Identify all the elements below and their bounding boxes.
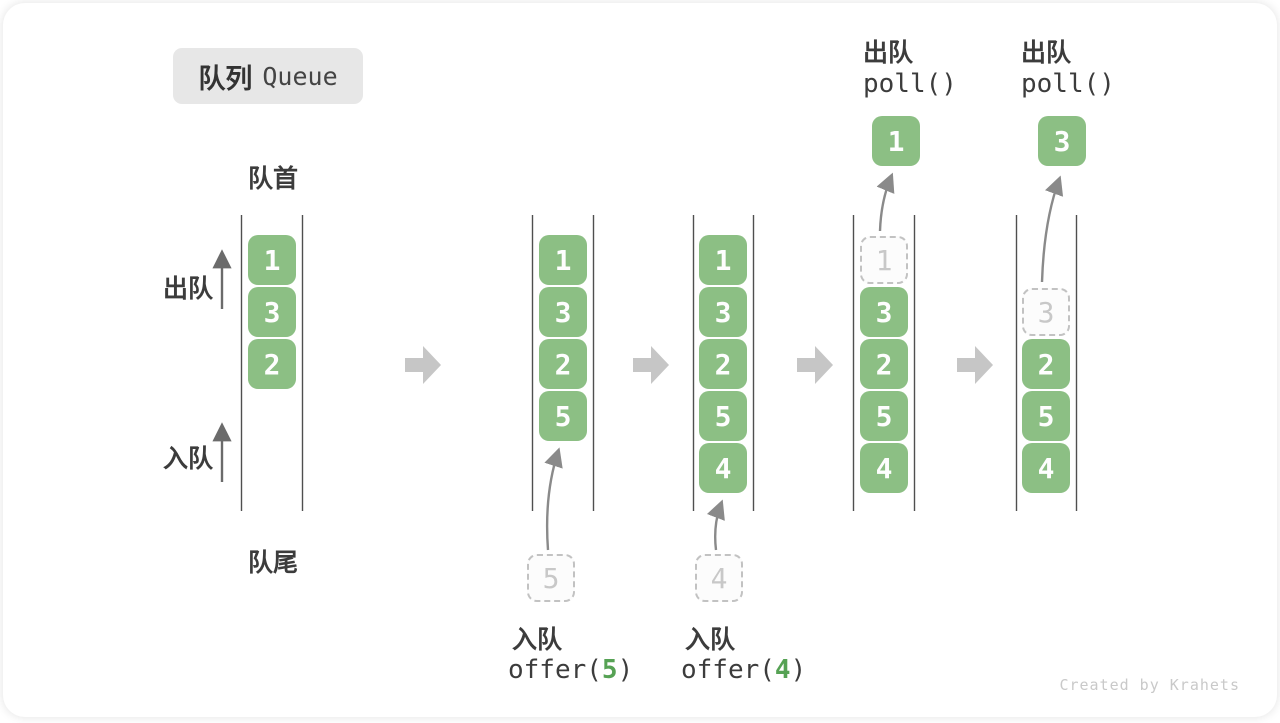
queue2-incoming-ghost-cell: 5 — [527, 554, 575, 602]
diagram-card: 队列 Queue 队首 队尾 出队 入队 1 3 2 1 3 2 5 5 1 3… — [3, 3, 1277, 717]
dequeue2-code: poll() — [1021, 69, 1115, 99]
queue4-polled-cell: 1 — [872, 116, 920, 166]
queue1-cell: 2 — [248, 339, 296, 389]
enqueue5-fn: offer( — [508, 655, 602, 685]
queue5-polled-ghost-cell: 3 — [1022, 288, 1070, 336]
transition-arrow-3-icon — [797, 346, 833, 384]
queue-walls — [242, 215, 1077, 511]
dequeue1-arrow-icon — [880, 177, 891, 231]
arrows-overlay — [3, 3, 1280, 723]
queue3-cell: 5 — [699, 391, 747, 441]
title-en: Queue — [262, 62, 337, 91]
queue3-cell: 2 — [699, 339, 747, 389]
queue4-cell: 2 — [860, 339, 908, 389]
enqueue4-arrow-icon — [715, 504, 721, 550]
enqueue5-code: offer(5) — [508, 655, 633, 685]
queue4-cell: 5 — [860, 391, 908, 441]
queue5-cell: 4 — [1022, 443, 1070, 493]
title-zh: 队列 — [198, 57, 252, 96]
transition-arrow-4-icon — [957, 346, 993, 384]
enqueue4-arg: 4 — [775, 655, 791, 685]
queue5-polled-cell: 3 — [1038, 116, 1086, 166]
label-enqueue-side: 入队 — [163, 439, 213, 475]
enqueue5-close: ) — [618, 655, 634, 685]
dequeue1-code: poll() — [863, 69, 957, 99]
queue5-cell: 2 — [1022, 339, 1070, 389]
dequeue1-label: 出队 — [863, 33, 913, 69]
dequeue2-arrow-icon — [1042, 180, 1059, 282]
enqueue4-fn: offer( — [681, 655, 775, 685]
transition-arrow-1-icon — [405, 346, 441, 384]
label-dequeue-side: 出队 — [163, 269, 213, 305]
queue3-cell: 1 — [699, 235, 747, 285]
queue3-cell: 4 — [699, 443, 747, 493]
queue3-incoming-ghost-cell: 4 — [695, 554, 743, 602]
title-badge: 队列 Queue — [173, 48, 363, 104]
queue2-cell: 1 — [539, 235, 587, 285]
enqueue5-arrow-icon — [547, 452, 558, 550]
label-queue-front: 队首 — [223, 159, 323, 195]
queue4-cell: 3 — [860, 287, 908, 337]
enqueue5-arg: 5 — [602, 655, 618, 685]
watermark: Created by Krahets — [1059, 676, 1240, 694]
transition-arrow-2-icon — [633, 346, 669, 384]
queue5-cell: 5 — [1022, 391, 1070, 441]
queue1-cell: 3 — [248, 287, 296, 337]
queue3-cell: 3 — [699, 287, 747, 337]
enqueue4-label: 入队 — [685, 620, 735, 656]
queue2-cell: 5 — [539, 391, 587, 441]
queue2-cell: 3 — [539, 287, 587, 337]
enqueue4-code: offer(4) — [681, 655, 806, 685]
queue1-cell: 1 — [248, 235, 296, 285]
enqueue5-label: 入队 — [512, 620, 562, 656]
queue4-cell: 4 — [860, 443, 908, 493]
enqueue4-close: ) — [791, 655, 807, 685]
queue4-polled-ghost-cell: 1 — [860, 236, 908, 284]
dequeue2-label: 出队 — [1021, 33, 1071, 69]
queue2-cell: 2 — [539, 339, 587, 389]
label-queue-rear: 队尾 — [223, 543, 323, 579]
